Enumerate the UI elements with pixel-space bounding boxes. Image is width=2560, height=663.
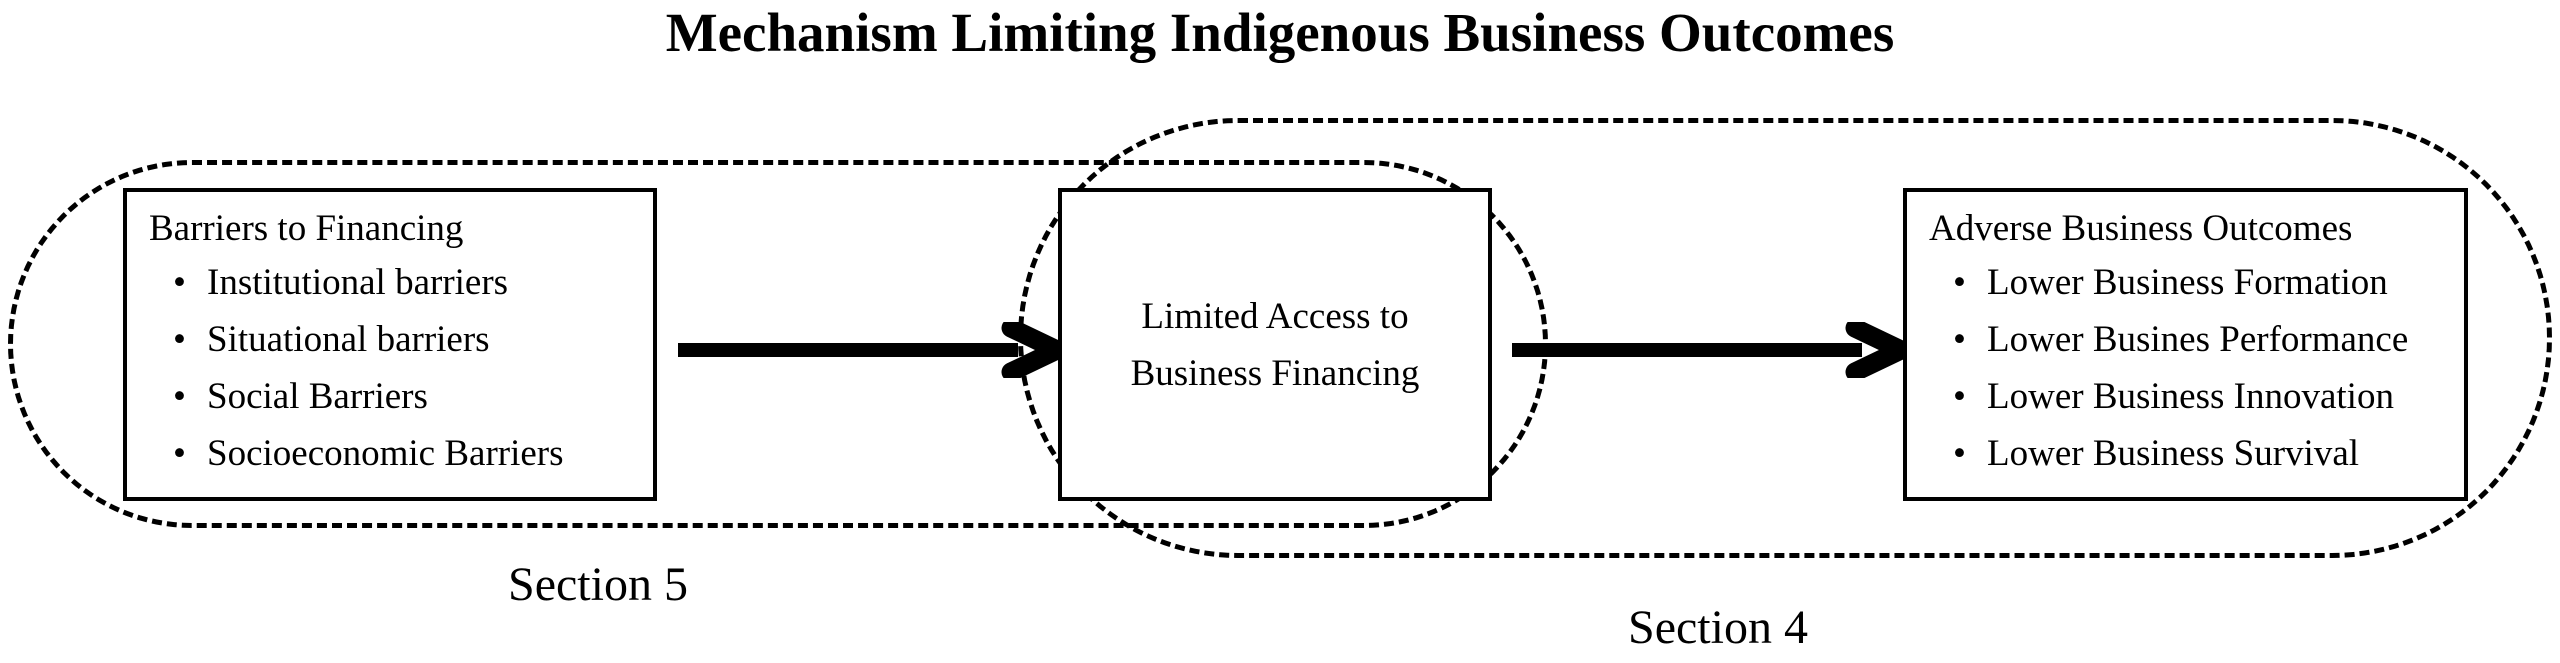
list-item: Situational barriers [173, 311, 564, 368]
list-item: Lower Business Formation [1953, 254, 2408, 311]
node-limited-access-to-business-financing: Limited Access to Business Financing [1058, 188, 1492, 501]
list-item: Lower Busines Performance [1953, 311, 2408, 368]
node-heading-adverse-business-outcomes: Adverse Business Outcomes [1929, 208, 2353, 249]
node-list-adverse-business-outcomes: Lower Business Formation Lower Busines P… [1929, 254, 2408, 482]
page-title: Mechanism Limiting Indigenous Business O… [665, 2, 1895, 63]
list-item: Socioeconomic Barriers [173, 425, 563, 482]
node-barriers-to-financing: Barriers to Financing Institutional barr… [123, 188, 657, 501]
group-caption-section-4: Section 4 [1628, 601, 1808, 654]
list-item: Institutional barriers [173, 254, 564, 311]
list-item: Lower Business Survival [1953, 425, 2408, 482]
group-caption-section-5: Section 5 [508, 558, 688, 611]
node-adverse-business-outcomes: Adverse Business Outcomes Lower Business… [1903, 188, 2468, 501]
node-label-line-1: Limited Access to [1141, 295, 1409, 337]
arrow-barriers-to-access-icon [678, 322, 1060, 378]
node-label-line-2: Business Financing [1130, 352, 1420, 394]
node-list-barriers-to-financing: Institutional barriers Situational barri… [149, 254, 564, 482]
arrow-access-to-outcomes-icon [1512, 322, 1904, 378]
list-item: Lower Business Innovation [1953, 368, 2408, 425]
node-label-limited-access: Limited Access to Business Financing [1062, 192, 1488, 497]
list-item: Social Barriers [173, 368, 564, 425]
node-heading-barriers-to-financing: Barriers to Financing [149, 208, 464, 249]
